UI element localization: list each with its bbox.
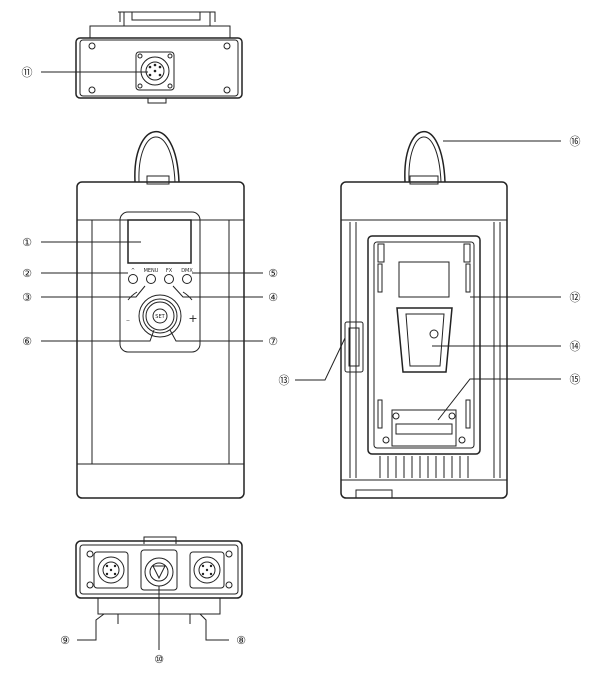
callout-10: ⑩ [154,653,164,666]
leader-lines [41,71,561,650]
callouts: ⑪ ① ② ③ ⑥ ⑤ ④ ⑦ ⑬ ⑯ ⑫ ⑭ ⑮ ⑨ ⑧ ⑩ [22,66,581,666]
callout-9: ⑨ [60,634,70,647]
button-label-menu: MENU [144,268,159,274]
knob-label-set: SET [155,314,165,320]
top-view [75,11,243,104]
button-label-fx: FX [166,268,173,274]
callout-15: ⑮ [570,373,581,386]
front-view [76,131,245,499]
control-panel-text: ^ MENU FX DMX SET − + [126,268,198,325]
callout-7: ⑦ [268,335,278,348]
callout-1: ① [22,236,32,249]
callout-3: ③ [22,291,32,304]
callout-13: ⑬ [279,374,290,387]
button-label-up: ^ [131,268,135,274]
callout-14: ⑭ [570,340,581,353]
callout-4: ④ [268,291,278,304]
callout-11: ⑪ [22,66,33,79]
callout-12: ⑫ [570,291,581,304]
button-label-dmx: DMX [181,268,193,274]
callout-5: ⑤ [268,267,278,280]
callout-16: ⑯ [570,135,581,148]
back-view [340,131,508,499]
knob-plus: + [188,312,197,325]
knob-minus: − [126,318,130,324]
callout-2: ② [22,267,32,280]
callout-6: ⑥ [22,335,32,348]
callout-8: ⑧ [236,634,246,647]
